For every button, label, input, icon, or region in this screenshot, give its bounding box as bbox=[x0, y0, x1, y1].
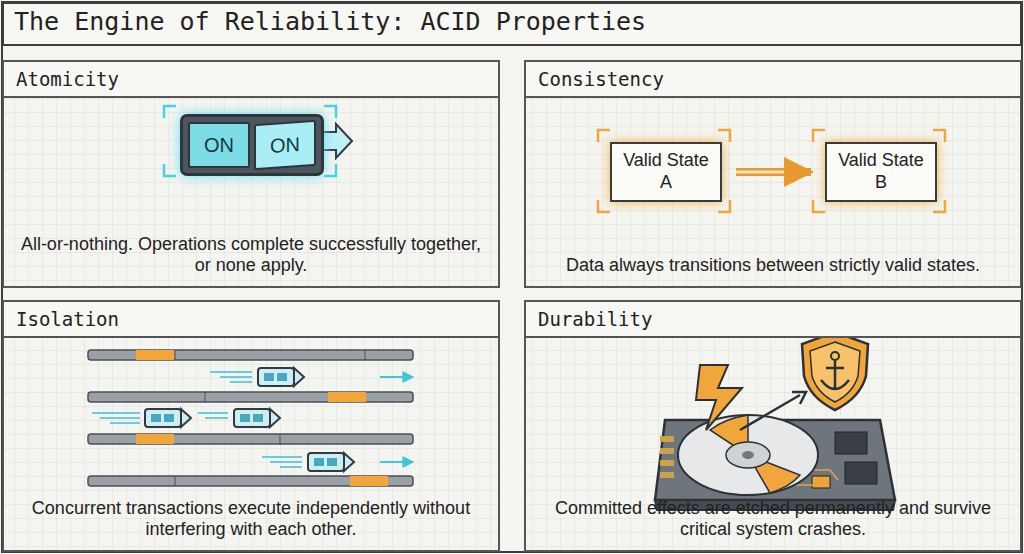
property-panel: ONON AtomicityAll-or-nothing. Operations … bbox=[2, 60, 500, 288]
panel-description: Data always transitions between strictly… bbox=[536, 255, 1010, 277]
state-box: Valid State B bbox=[825, 142, 937, 202]
switch-label: ON bbox=[188, 122, 250, 168]
panel-ground bbox=[4, 62, 498, 286]
panel-heading: Consistency bbox=[526, 62, 1020, 98]
property-panel: IsolationConcurrent transactions execute… bbox=[2, 300, 500, 552]
glow-brackets bbox=[598, 130, 945, 212]
property-panel: Valid State A Valid State B ConsistencyDat… bbox=[524, 60, 1022, 288]
transaction-car bbox=[145, 409, 191, 427]
panel-heading: Isolation bbox=[4, 302, 498, 338]
switch-label: ON bbox=[254, 120, 316, 170]
panel-ground bbox=[526, 62, 1020, 286]
storage-drive bbox=[655, 332, 895, 510]
transaction-lanes bbox=[88, 350, 413, 486]
state-label: Valid State A bbox=[620, 150, 712, 193]
transaction-car bbox=[258, 368, 304, 386]
property-panel: DurabilityCommitted effects are etched p… bbox=[524, 300, 1022, 552]
transition-arrow bbox=[736, 171, 811, 174]
panel-description: Concurrent transactions execute independ… bbox=[14, 498, 488, 541]
connector-outline bbox=[736, 168, 811, 176]
state-box: Valid State A bbox=[610, 142, 722, 202]
transaction-car bbox=[234, 409, 280, 427]
panel-heading: Atomicity bbox=[4, 62, 498, 98]
glow-brackets bbox=[164, 106, 336, 176]
toggle-switch: ONON bbox=[180, 114, 324, 176]
arrow-head bbox=[736, 169, 811, 175]
panel-ground bbox=[4, 302, 498, 552]
panel-ground bbox=[526, 302, 1020, 552]
title-text: The Engine of Reliability: ACID Properti… bbox=[14, 7, 646, 36]
panel-description: Committed effects are etched permanently… bbox=[536, 498, 1010, 541]
direction-arrows bbox=[380, 377, 412, 462]
state-label: Valid State B bbox=[835, 150, 927, 193]
panel-heading: Durability bbox=[526, 302, 1020, 338]
transaction-car bbox=[308, 453, 354, 471]
panel-description: All-or-nothing. Operations complete succ… bbox=[14, 234, 488, 277]
